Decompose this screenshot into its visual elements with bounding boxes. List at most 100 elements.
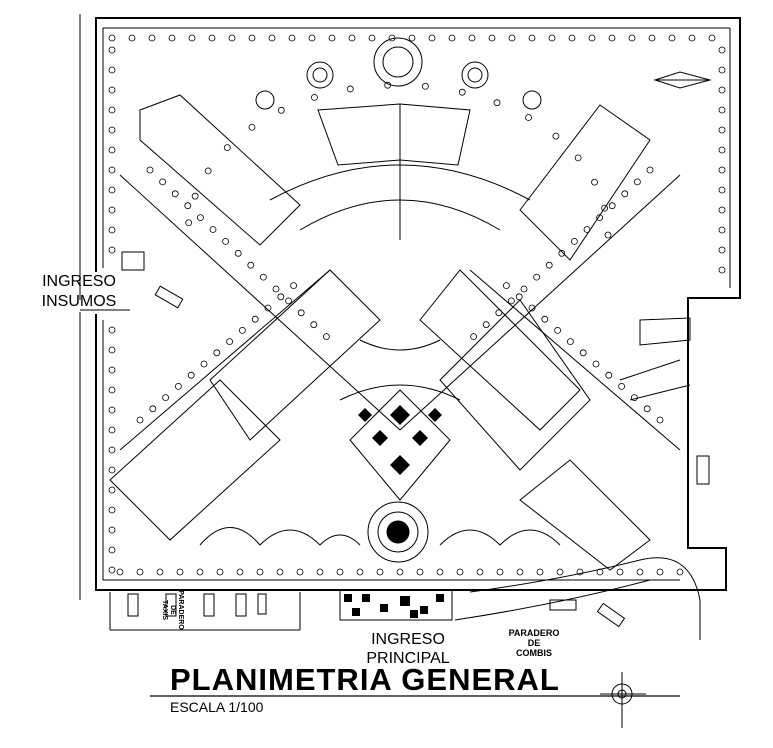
tree-symbol — [209, 226, 217, 233]
tree-symbol — [288, 34, 296, 42]
tree-symbol — [676, 568, 684, 576]
central-arc — [359, 339, 441, 351]
tree-symbol — [643, 405, 651, 413]
paradero-combis-line2: DE — [527, 638, 541, 648]
tree-symbol — [525, 114, 532, 121]
wing-north-east — [519, 104, 651, 261]
entrance-plaza — [339, 589, 453, 621]
parking-lot — [109, 592, 301, 631]
tree-symbol — [336, 568, 344, 576]
wing-south-west — [109, 379, 281, 541]
top-circle-left-inner — [312, 67, 328, 83]
tree-symbol — [548, 34, 556, 42]
tree-symbol — [208, 34, 216, 42]
tree-symbol — [631, 394, 638, 402]
tree-symbol — [576, 568, 584, 576]
tree-symbol — [136, 416, 144, 424]
tree-symbol — [718, 186, 726, 194]
tree-symbol — [171, 190, 179, 198]
tree-symbol — [618, 382, 625, 390]
paradero-taxis-label: PARADERO DE TAXIS — [160, 590, 184, 630]
tree-symbol — [656, 416, 664, 424]
ingreso-principal-line2: PRINCIPAL — [366, 650, 450, 667]
tree-symbol — [213, 349, 221, 357]
tree-symbol — [174, 382, 182, 390]
tree-symbol — [311, 93, 318, 101]
tree-symbol — [108, 206, 116, 214]
corridor — [469, 269, 681, 451]
top-circle-large-inner — [382, 46, 414, 78]
tree-symbol — [277, 293, 285, 301]
tree-symbol — [502, 282, 510, 290]
tree-symbol — [421, 82, 429, 90]
tree-symbol — [200, 360, 208, 368]
tree-symbol — [108, 186, 116, 194]
tree-group — [108, 34, 726, 576]
tree-symbol — [568, 34, 576, 42]
tree-symbol — [176, 568, 184, 576]
tree-symbol — [718, 46, 726, 54]
entry-block — [317, 103, 471, 166]
tree-symbol — [310, 321, 318, 329]
tree-symbol — [248, 123, 256, 131]
tree-symbol — [108, 366, 116, 374]
tree-symbol — [636, 568, 644, 576]
central-arc — [339, 384, 461, 401]
tree-symbol — [259, 273, 267, 281]
tree-symbol — [384, 81, 392, 89]
tree-symbol — [196, 214, 204, 222]
tree-symbol — [108, 146, 116, 154]
tree-symbol — [238, 326, 246, 334]
tree-symbol — [346, 85, 354, 93]
top-circle-small — [255, 90, 275, 110]
tree-symbol — [296, 568, 304, 576]
tree-symbol — [277, 106, 285, 114]
tree-symbol — [541, 315, 549, 323]
tree-symbol — [605, 371, 613, 379]
tree-symbol — [554, 326, 561, 334]
paradero-taxis-line3: TAXIS — [161, 599, 168, 621]
tree-symbol — [718, 206, 726, 214]
bottom-wave-wall — [199, 527, 561, 546]
tree-symbol — [162, 394, 170, 402]
tree-symbol — [583, 226, 591, 233]
garden-diamonds — [358, 405, 442, 475]
tree-symbol — [516, 568, 524, 576]
tree-symbol — [216, 568, 224, 576]
tree-symbol — [571, 237, 578, 245]
tree-symbol — [718, 266, 726, 274]
tree-symbol — [108, 566, 116, 574]
tree-symbol — [556, 568, 564, 576]
tree-symbol — [108, 226, 116, 234]
tree-symbol — [558, 249, 566, 257]
tree-symbol — [428, 34, 436, 42]
central-wing-east — [419, 269, 581, 431]
tree-symbol — [488, 34, 496, 42]
tree-symbol — [251, 315, 259, 323]
corridor — [399, 174, 681, 431]
tree-symbol — [187, 371, 195, 379]
parked-car — [596, 602, 626, 628]
tree-symbol — [388, 34, 396, 42]
site-boundary — [95, 17, 741, 591]
tree-symbol — [495, 309, 503, 317]
tree-symbol — [646, 166, 654, 174]
tree-symbol — [596, 214, 603, 222]
tree-symbol — [168, 34, 176, 42]
tree-symbol — [276, 568, 284, 576]
plan-scale: ESCALA 1/100 — [170, 699, 264, 715]
tree-symbol — [204, 167, 212, 175]
tree-symbol — [718, 106, 726, 114]
corridor — [119, 174, 401, 431]
tree-symbol — [628, 34, 636, 42]
tree-symbol — [322, 333, 330, 341]
ingreso-principal-line1: INGRESO — [371, 631, 445, 648]
tree-symbol — [297, 309, 305, 317]
tree-symbol — [108, 246, 116, 254]
tree-symbol — [668, 34, 676, 42]
tree-symbol — [108, 426, 116, 434]
tree-symbol — [482, 321, 490, 329]
tree-symbol — [196, 568, 204, 576]
access-road — [469, 557, 701, 640]
top-circle-left — [306, 61, 334, 89]
